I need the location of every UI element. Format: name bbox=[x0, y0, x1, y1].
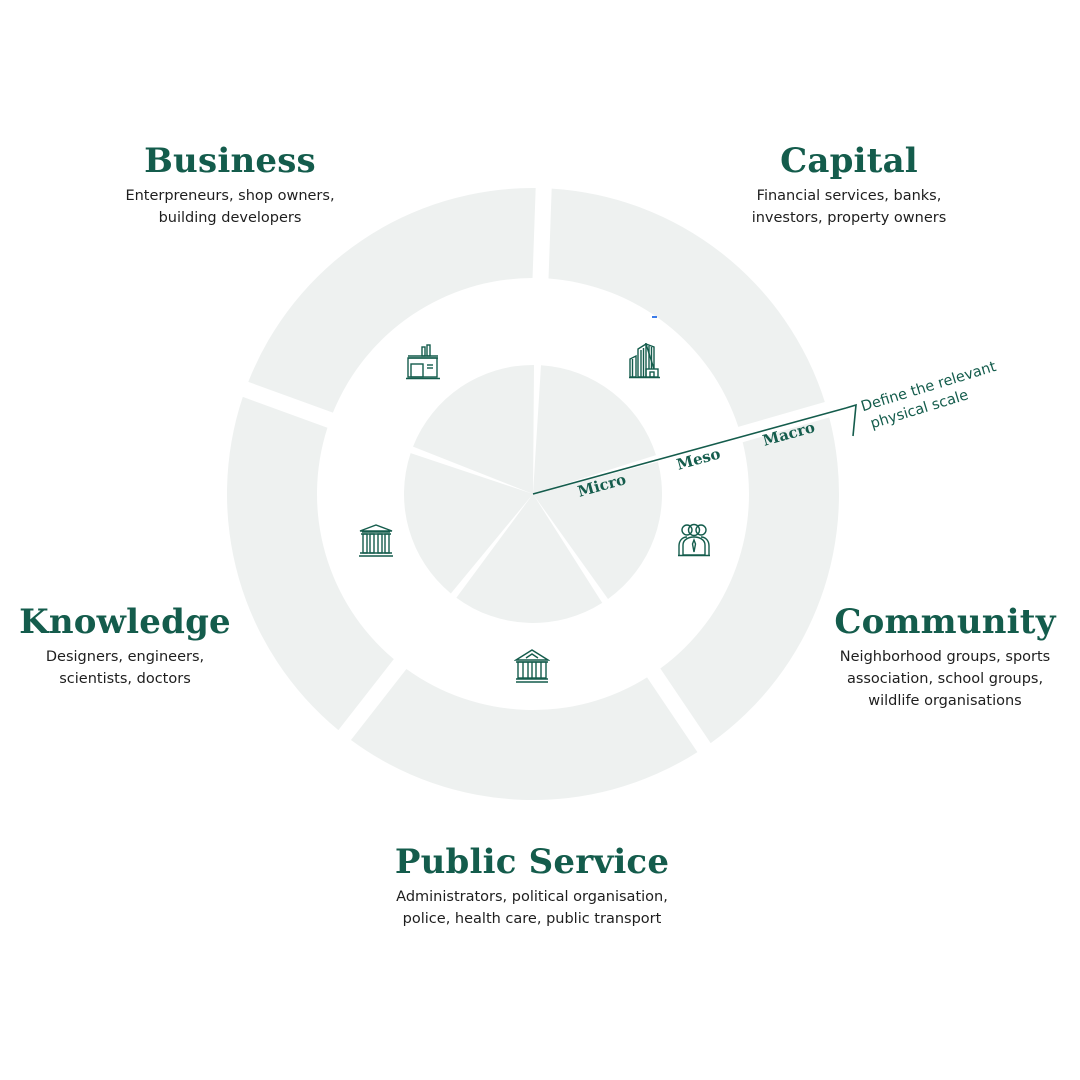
group-public-service: Public Service Administrators, political… bbox=[372, 842, 692, 930]
ring-segment-capital bbox=[548, 188, 825, 427]
group-title-capital: Capital bbox=[780, 141, 918, 181]
ring-segment-business bbox=[248, 187, 536, 413]
outer-ring-macro bbox=[226, 187, 839, 800]
artifact-dot bbox=[652, 316, 657, 318]
group-desc-capital: Financial services, banks, investors, pr… bbox=[751, 188, 947, 226]
pie-wedge-community bbox=[533, 461, 662, 599]
group-desc-community: Neighborhood groups, sports association,… bbox=[839, 649, 1051, 709]
group-community: Community Neighborhood groups, sports as… bbox=[815, 602, 1075, 712]
ring-segment-knowledge bbox=[226, 396, 394, 731]
group-knowledge: Knowledge Designers, engineers, scientis… bbox=[5, 602, 245, 690]
group-capital: Capital Financial services, banks, inves… bbox=[724, 141, 974, 229]
pie-wedge-capital bbox=[533, 365, 656, 494]
inner-pie-micro bbox=[404, 365, 662, 623]
group-title-knowledge: Knowledge bbox=[19, 602, 231, 642]
group-title-community: Community bbox=[834, 602, 1056, 642]
office-buildings-icon bbox=[628, 343, 664, 379]
people-group-icon bbox=[676, 522, 712, 558]
pie-wedge-business bbox=[413, 365, 535, 494]
group-desc-business: Enterpreneurs, shop owners, building dev… bbox=[125, 188, 335, 226]
university-icon bbox=[358, 522, 394, 558]
ring-segment-community bbox=[660, 417, 839, 744]
scale-pointer-line bbox=[532, 407, 847, 495]
pie-wedge-knowledge bbox=[404, 453, 533, 594]
group-title-public-service: Public Service bbox=[394, 842, 670, 882]
scale-bracket bbox=[845, 403, 857, 437]
group-title-business: Business bbox=[144, 141, 316, 181]
group-desc-public-service: Administrators, political organisation, … bbox=[396, 889, 668, 927]
pie-wedge-public-service bbox=[456, 494, 603, 623]
factory-icon bbox=[405, 344, 441, 380]
group-business: Business Enterpreneurs, shop owners, bui… bbox=[105, 141, 355, 229]
ring-segment-public-service bbox=[350, 669, 698, 800]
group-desc-knowledge: Designers, engineers, scientists, doctor… bbox=[45, 649, 205, 687]
government-building-icon bbox=[514, 648, 550, 684]
